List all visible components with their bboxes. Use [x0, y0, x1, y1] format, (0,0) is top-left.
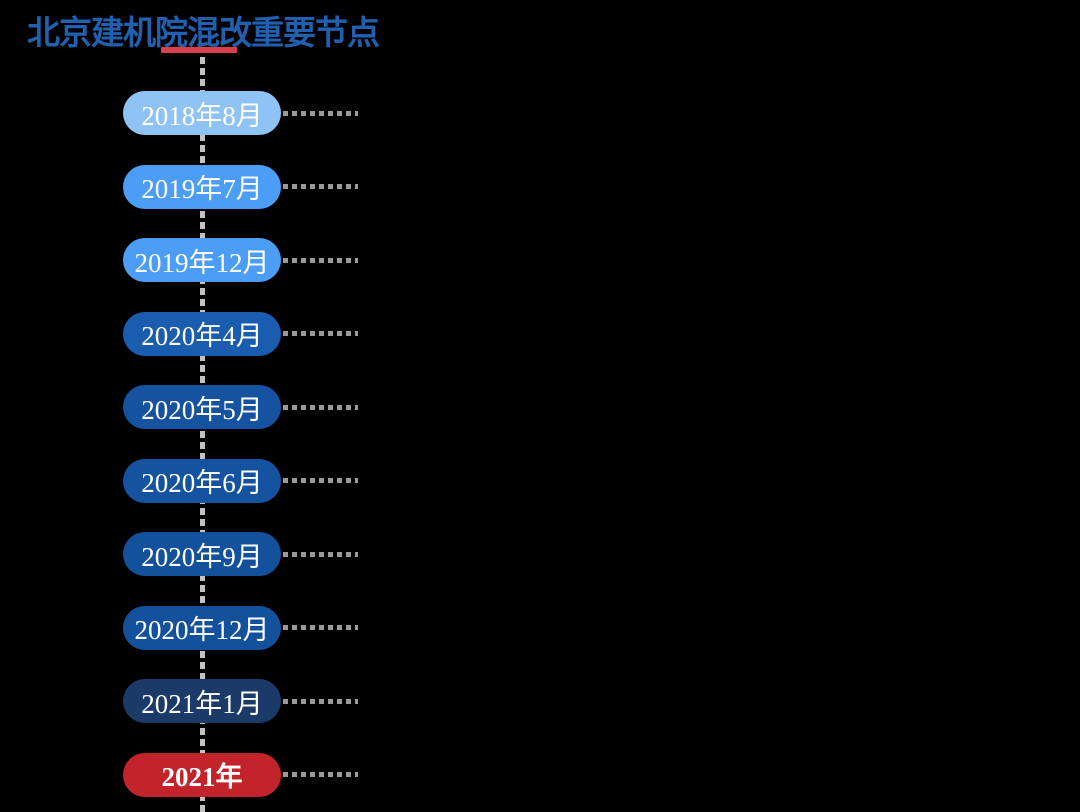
- timeline-node-connector-dashes: [283, 110, 358, 116]
- page-title: 北京建机院混改重要节点: [27, 14, 380, 51]
- timeline-vertical-dashed-line: [200, 57, 205, 812]
- timeline-node-connector-dashes: [283, 331, 358, 336]
- timeline-node-pill: 2021年: [123, 752, 281, 797]
- timeline-node-connector-dashes: [283, 625, 358, 630]
- timeline-node-pill: 2020年6月: [123, 458, 281, 503]
- timeline-node-pill: 2020年12月: [123, 605, 281, 650]
- timeline-node: 2019年12月: [123, 238, 358, 282]
- timeline-node-connector-dashes: [283, 184, 358, 189]
- timeline: 2018年8月 2019年7月 2019年12月 2020年4月 2020年5月…: [123, 91, 358, 797]
- timeline-node: 2018年8月: [123, 91, 358, 135]
- timeline-node: 2021年: [123, 752, 358, 797]
- timeline-node-pill: 2020年4月: [123, 311, 281, 356]
- timeline-node: 2020年12月: [123, 605, 358, 650]
- timeline-node-connector-dashes: [283, 551, 358, 557]
- timeline-node-connector-dashes: [283, 772, 358, 777]
- timeline-node-pill: 2020年9月: [123, 532, 281, 576]
- timeline-node: 2020年6月: [123, 458, 358, 503]
- timeline-node-pill: 2019年7月: [123, 164, 281, 209]
- timeline-node-connector-dashes: [283, 257, 358, 263]
- timeline-node-pill: 2021年1月: [123, 679, 281, 723]
- timeline-node: 2019年7月: [123, 164, 358, 209]
- timeline-node-pill: 2019年12月: [123, 238, 281, 282]
- title-underline-bar: [161, 47, 237, 53]
- timeline-node: 2020年9月: [123, 532, 358, 576]
- timeline-node: 2021年1月: [123, 679, 358, 723]
- timeline-node: 2020年5月: [123, 385, 358, 429]
- timeline-node-connector-dashes: [283, 698, 358, 704]
- timeline-node-connector-dashes: [283, 404, 358, 410]
- timeline-node-pill: 2018年8月: [123, 91, 281, 135]
- timeline-node-connector-dashes: [283, 478, 358, 483]
- timeline-node: 2020年4月: [123, 311, 358, 356]
- timeline-node-pill: 2020年5月: [123, 385, 281, 429]
